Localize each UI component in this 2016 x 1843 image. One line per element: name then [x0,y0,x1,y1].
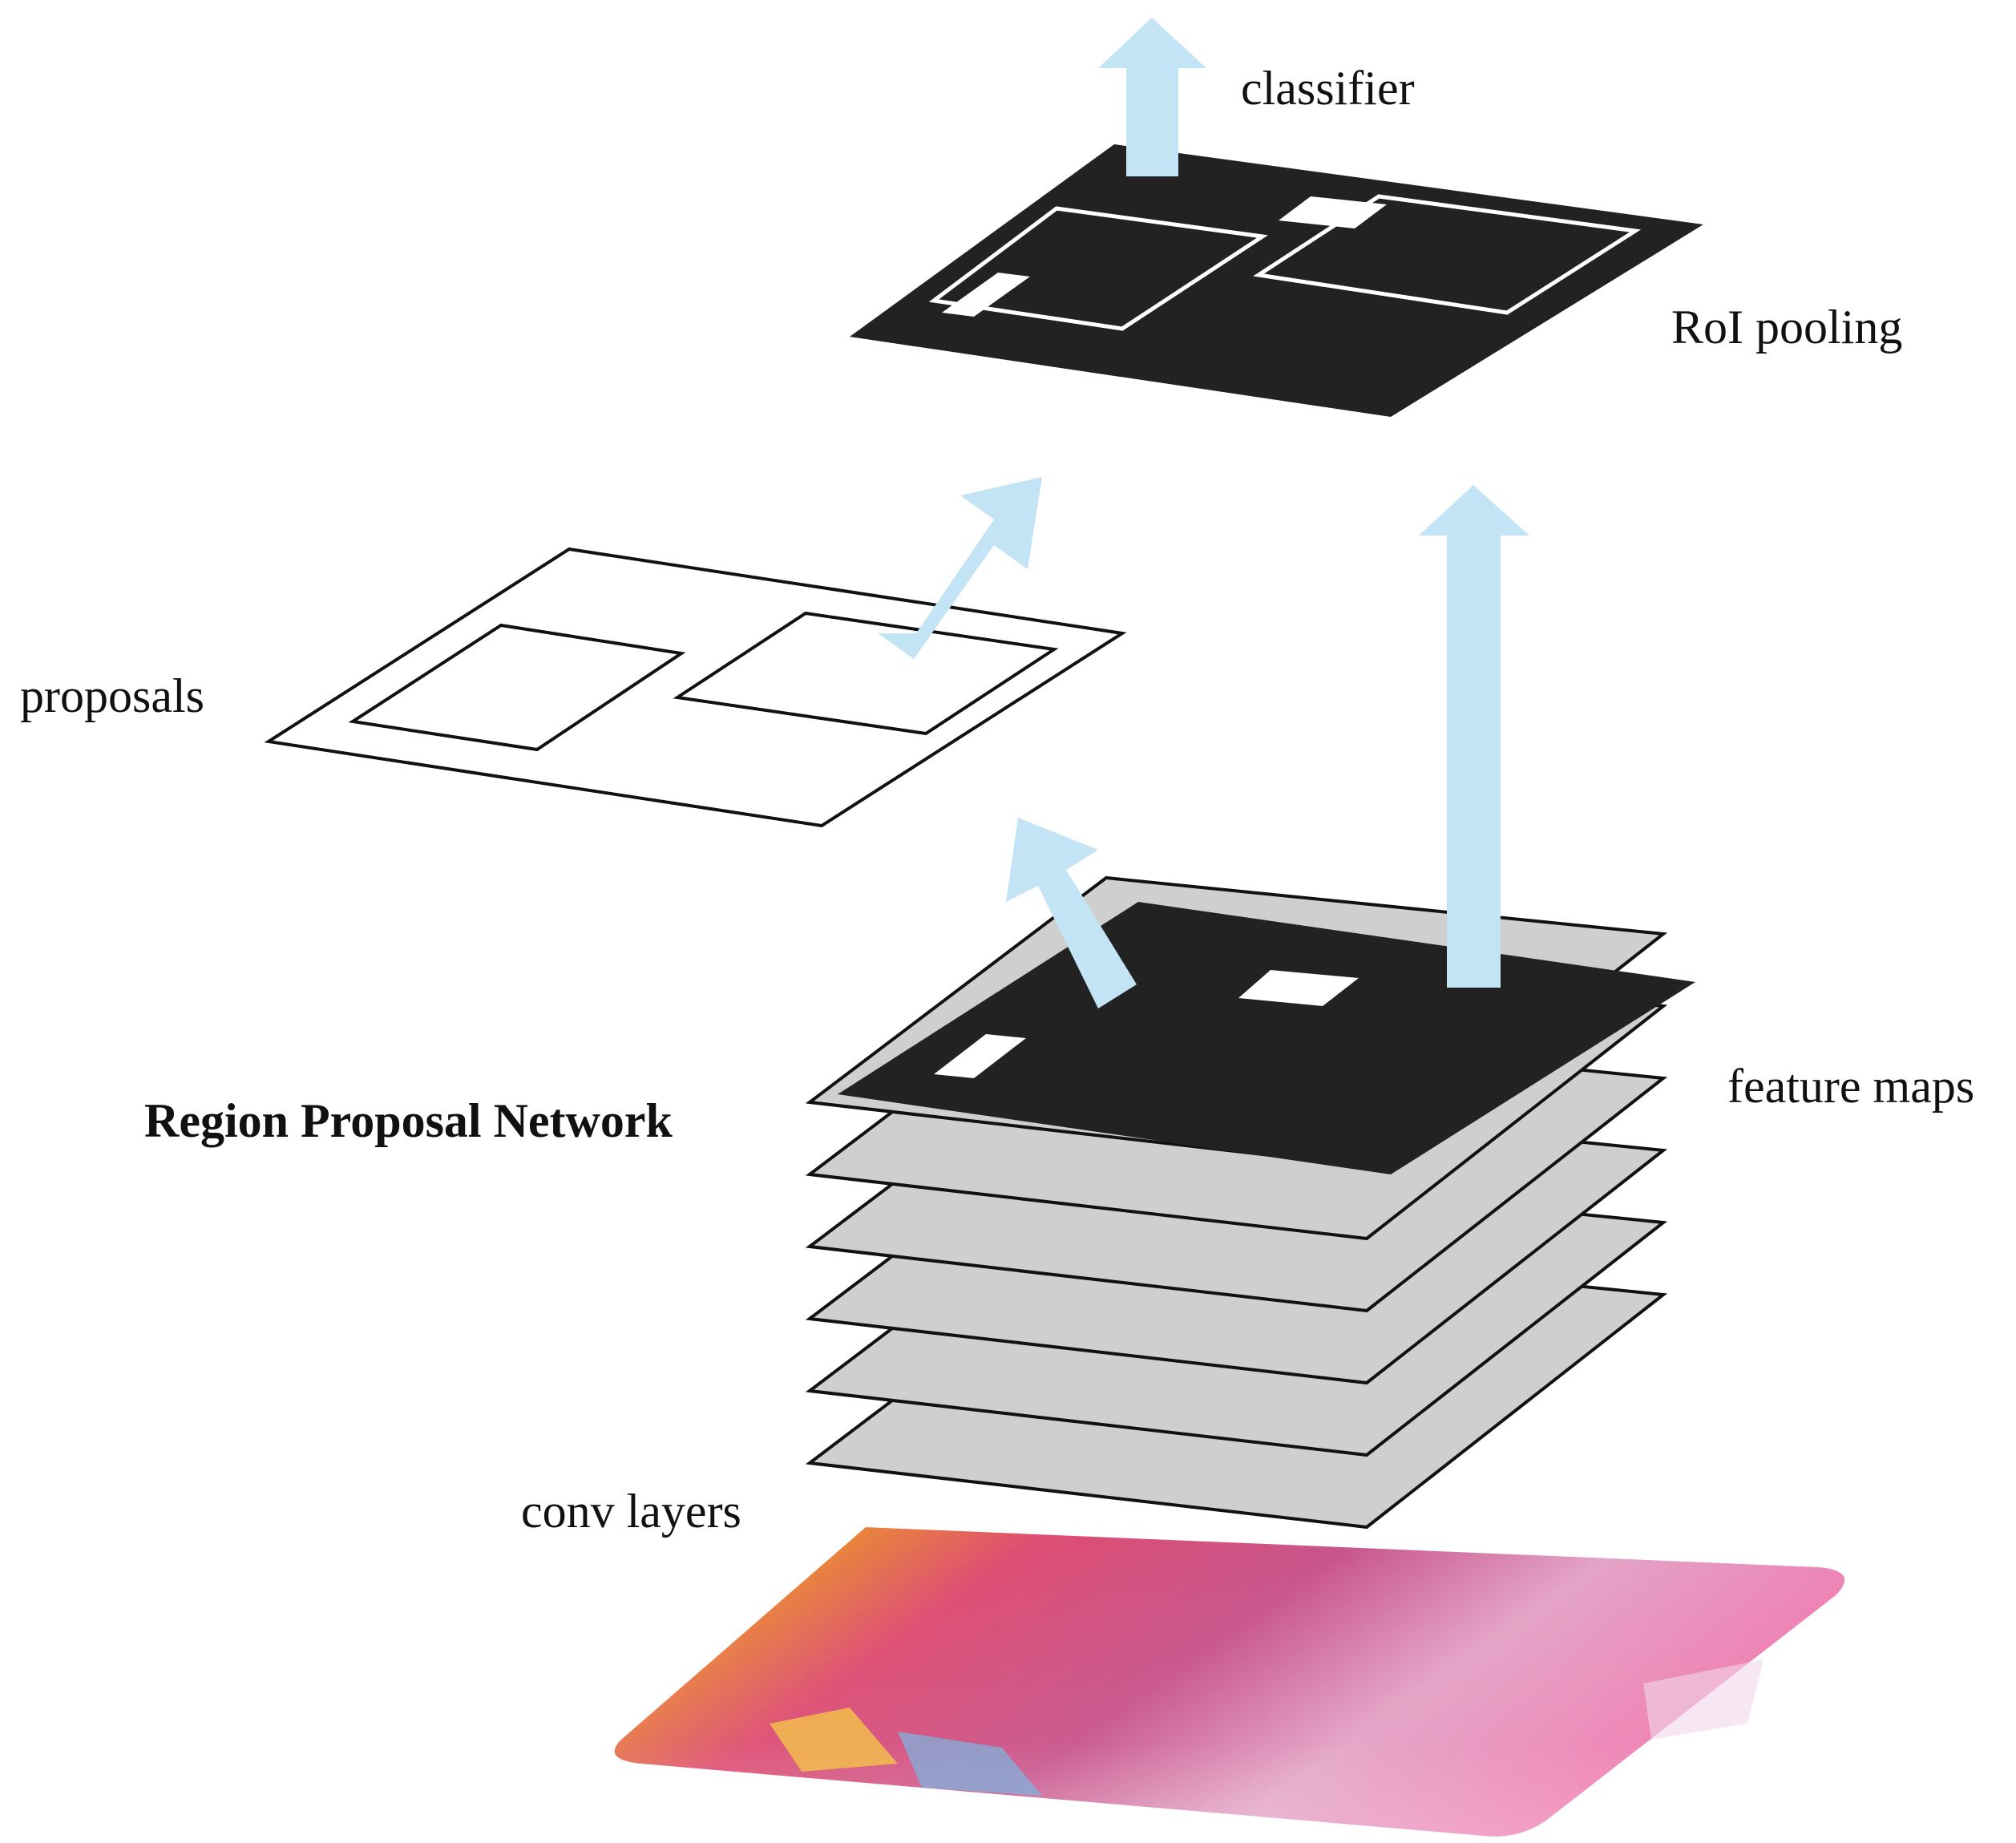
proposal-box-left [348,623,686,752]
proposal-box-right [673,611,1059,736]
label-roi-pooling: RoI pooling [1671,301,1902,354]
roi-box-right [1253,194,1642,315]
proposals-plane [264,547,1127,828]
arrow-proposals-to-roi [878,477,1042,659]
input-image [614,1527,1845,1837]
label-conv-layers: conv layers [521,1485,741,1538]
label-proposals: proposals [20,669,204,722]
label-feature-maps: feature maps [1727,1060,1974,1113]
roi-hole-small [942,273,1030,317]
arrow-to-classifier [1098,18,1206,176]
arrow-features-to-proposals [1006,818,1137,1008]
roi-hole-wide [1279,196,1387,228]
feature-map-hole-wide [1238,970,1359,1006]
roi-box-left [928,206,1268,331]
roi-pooling-plane [850,144,1703,417]
label-classifier: classifier [1241,62,1415,115]
feature-map-hole-small [934,1034,1026,1078]
arrow-features-to-roi [1419,485,1529,988]
label-region-proposal-network: Region Proposal Network [144,1094,673,1147]
